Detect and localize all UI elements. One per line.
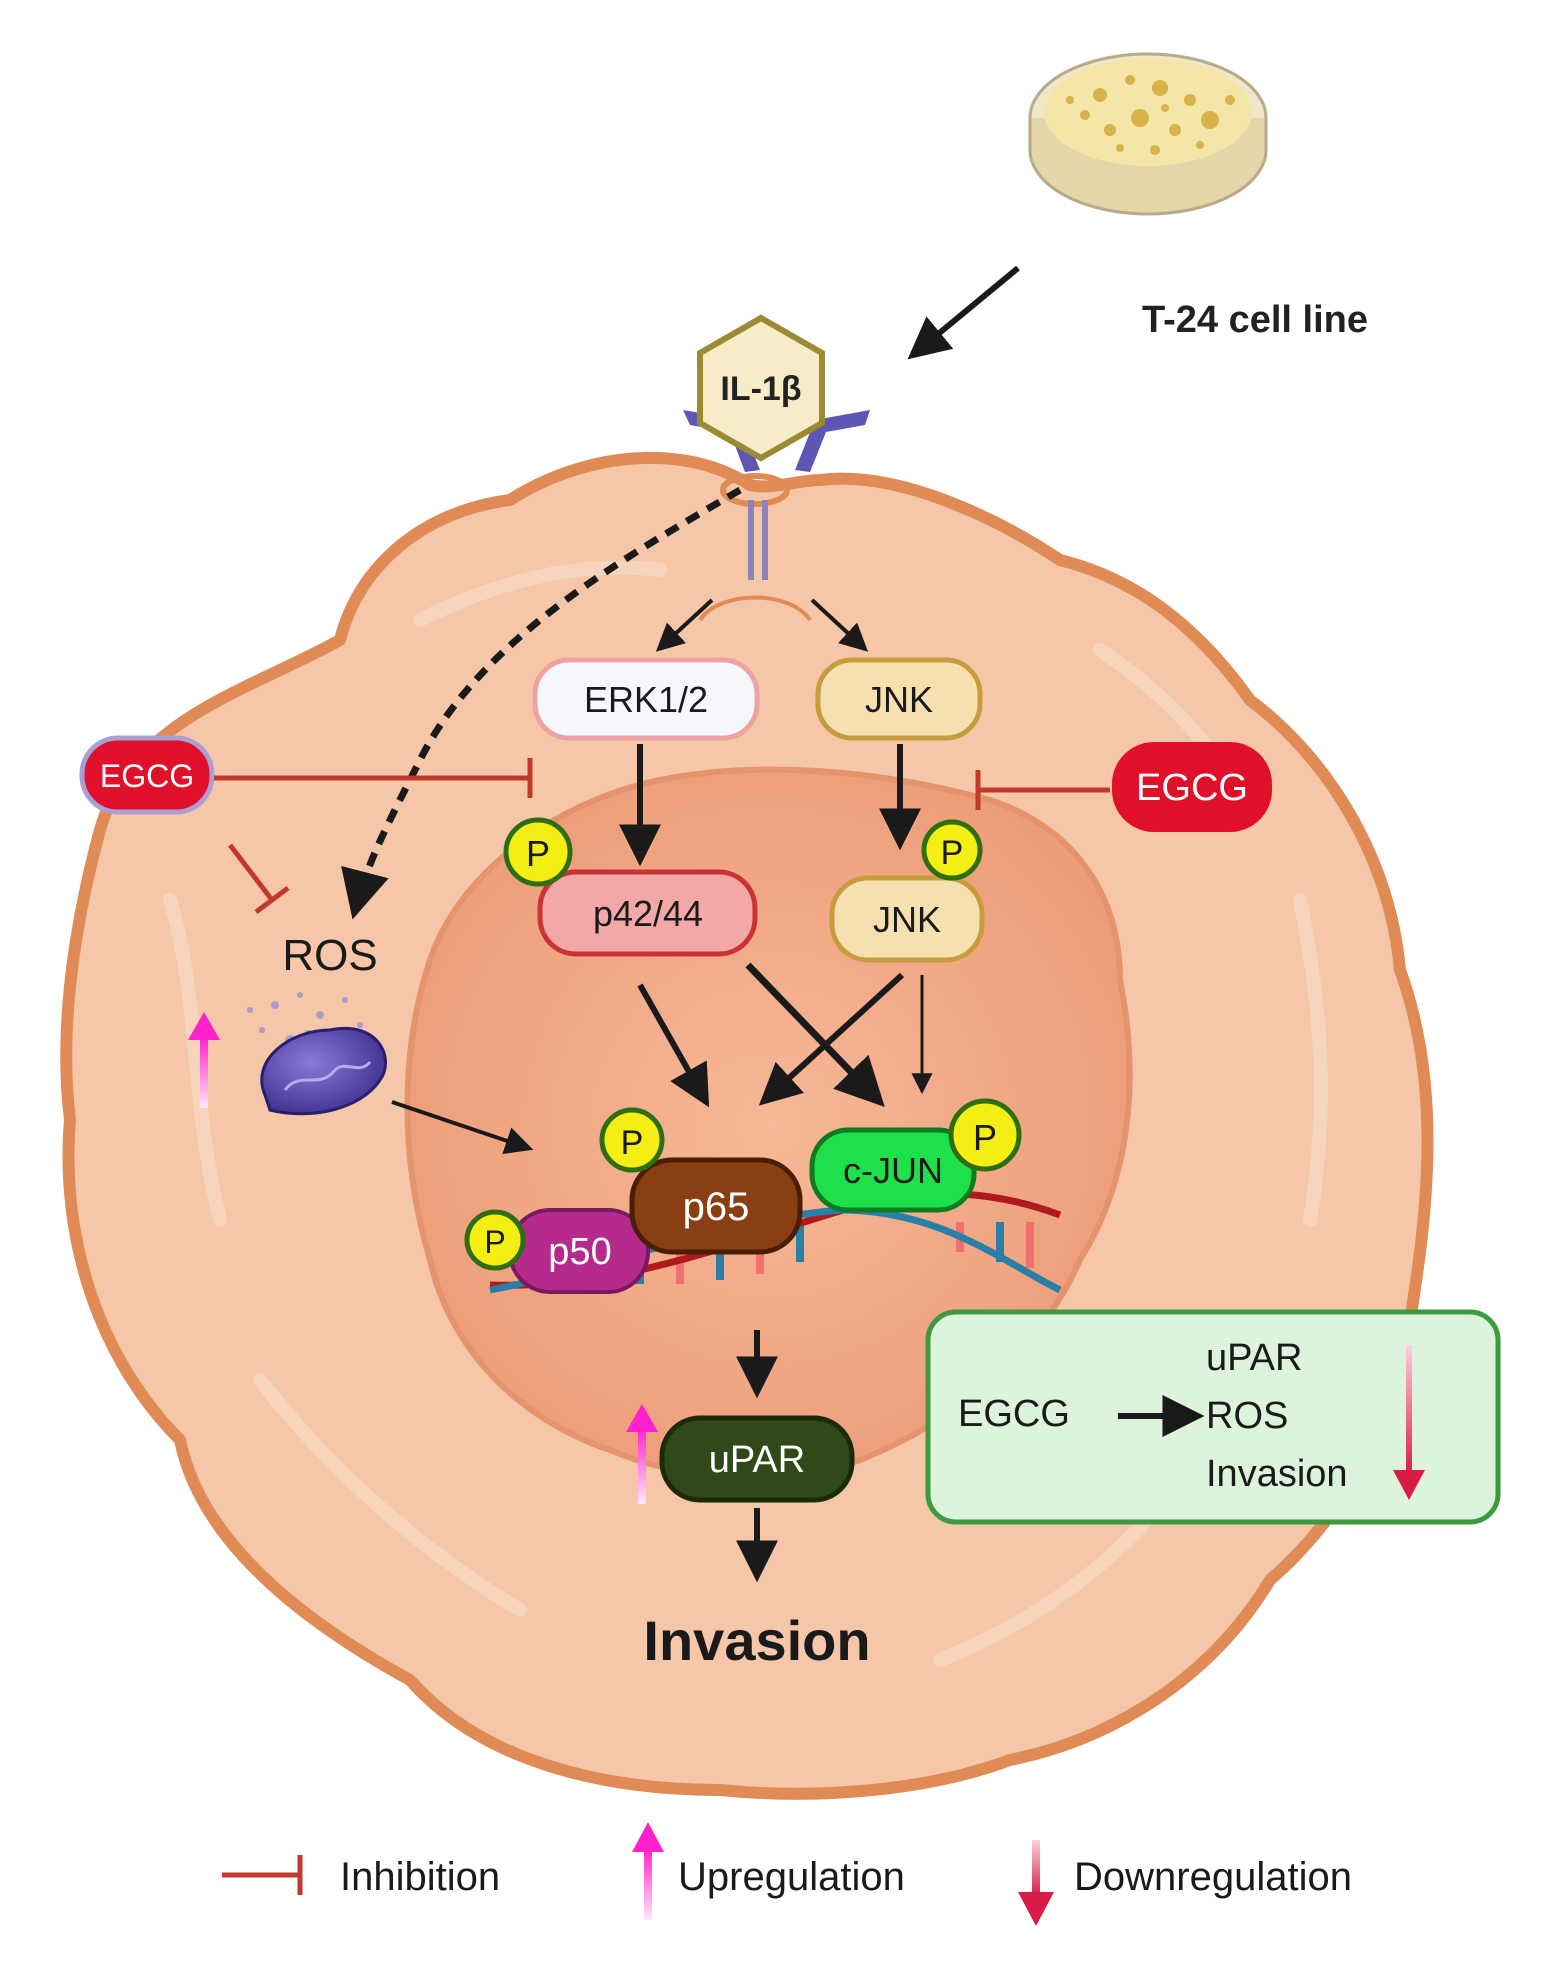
cjun-label: c-JUN [843,1150,943,1191]
egcg-left-inhibit-erk [214,758,533,798]
phospho-p42-label: P [526,833,550,874]
dish-to-ligand-arrow [907,265,1020,360]
egcg-right-inhibit-jnk [975,770,1110,810]
mitochondrion-icon [247,992,387,1116]
ligand-label: IL-1β [720,370,801,408]
p50-label: p50 [548,1231,611,1273]
p42-to-p65-arrow [637,983,710,1108]
legend-upregulation-arrow-head [632,1822,664,1852]
egcg-right-pill [1112,742,1272,832]
petri-dish-icon [1028,52,1268,216]
egcg-left-label: EGCG [100,758,194,794]
legend-downregulation-label: Downregulation [1074,1855,1352,1899]
summary-downregulation-arrow-shaft [1406,1345,1412,1475]
ros-upregulation-arrow-shaft [200,1038,208,1108]
legend-inhibition-label: Inhibition [340,1855,500,1899]
erk-box [532,657,760,741]
summary-target-upar: uPAR [1206,1337,1302,1379]
legend-downregulation-arrow-head [1018,1892,1054,1926]
ros-label: ROS [282,931,377,980]
phospho-p65-label: P [621,1124,644,1162]
upar-upregulation-arrow-shaft [638,1428,646,1504]
summary-egcg-label: EGCG [958,1393,1070,1435]
egcg-left-inhibit-ros [228,843,290,914]
upar-upregulation-arrow-head [626,1404,658,1432]
cjun-box [809,1127,977,1213]
phospho-cjun-badge [948,1098,1022,1172]
ligand-to-ros-dashed-arrow [341,486,742,920]
legend-inhibition-symbol [222,1855,303,1895]
legend-upregulation-arrow-shaft [644,1848,652,1920]
upar-box [659,1415,855,1503]
p65-label: p65 [683,1185,750,1229]
summary-target-invasion: Invasion [1206,1453,1348,1495]
phospho-p65-badge [599,1107,665,1173]
mito-to-complex-arrow [391,1100,534,1155]
receptor-to-jnk-arrow [810,598,869,652]
legend-upregulation-label: Upregulation [678,1855,905,1899]
pjnk-label: JNK [873,899,941,940]
phospho-p42-badge [503,817,573,887]
summary-box [925,1309,1501,1525]
p42-44-label: p42/44 [593,893,703,934]
invasion-label: Invasion [643,1609,870,1672]
jnk-label: JNK [865,679,933,720]
upar-label: uPAR [709,1439,805,1481]
phospho-p50-badge [464,1209,526,1271]
jnk-box [815,657,983,741]
egcg-left-pill [79,735,215,815]
egcg-right-label: EGCG [1136,767,1248,809]
legend-downregulation-arrow-shaft [1032,1840,1040,1896]
phospho-p50-label: P [484,1224,505,1260]
phospho-jnk-label: P [941,834,964,872]
phospho-cjun-label: P [973,1117,997,1158]
il1b-ligand-hexagon [697,314,825,462]
receptor-to-erk-arrow [655,598,714,652]
summary-target-ros: ROS [1206,1395,1288,1437]
ros-upregulation-arrow-head [188,1012,220,1040]
summary-downregulation-arrow-head [1393,1470,1425,1500]
cell-line-label: T-24 cell line [1142,299,1368,341]
p65-box [629,1157,803,1255]
p42-to-cjun-arrow [745,962,885,1108]
pjnk-box [829,875,985,963]
p42-44-box [537,869,758,957]
phospho-jnk-badge [921,819,983,881]
pjnk-to-p65-arrow [758,972,905,1106]
erk-label: ERK1/2 [584,679,708,720]
